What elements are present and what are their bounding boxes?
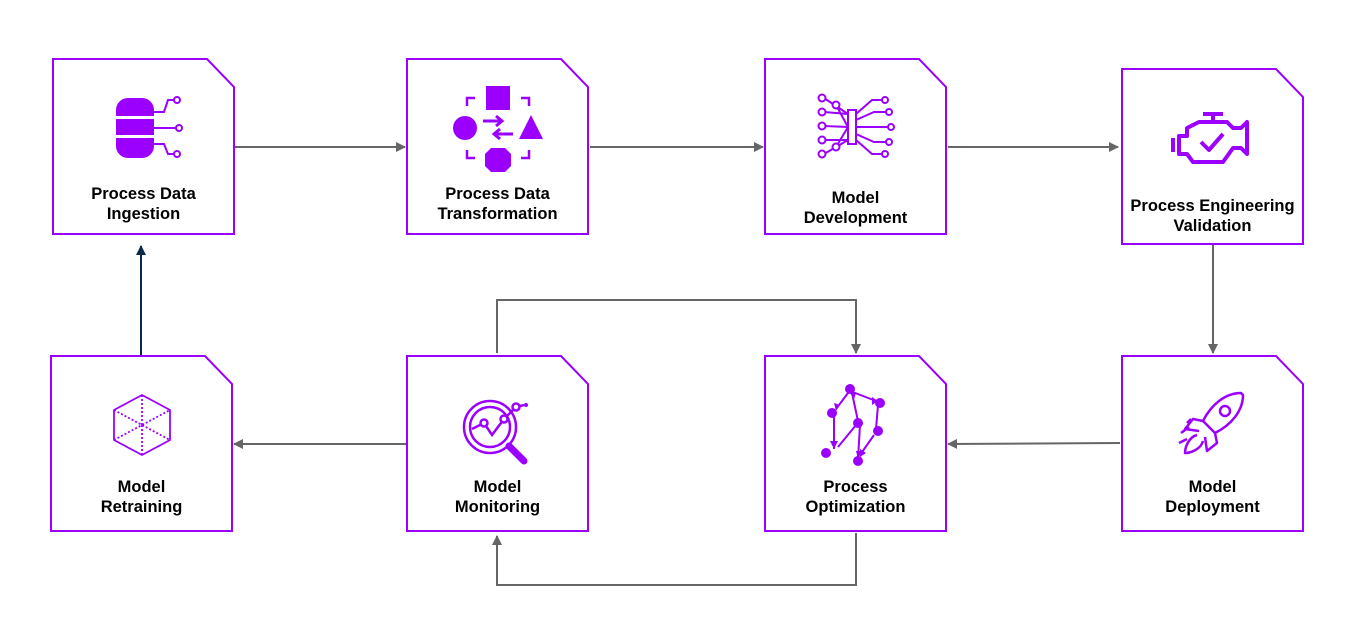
shapes-transform-icon xyxy=(452,86,543,172)
cube-icon xyxy=(112,394,171,456)
arrow-monitoring-to-optimization xyxy=(496,299,861,354)
card-frame xyxy=(406,355,589,532)
card-frame xyxy=(50,355,233,532)
database-icon xyxy=(115,96,183,158)
arrow-deployment-to-optimization xyxy=(947,438,1121,449)
graph-nodes-icon xyxy=(820,384,885,466)
card-frame xyxy=(764,58,947,235)
card-frame xyxy=(1121,355,1304,532)
card-frame xyxy=(1121,68,1304,245)
rocket-icon xyxy=(1177,391,1244,455)
engine-check-icon xyxy=(1170,112,1249,164)
card-frame xyxy=(764,355,947,532)
magnifier-chart-icon xyxy=(462,399,528,465)
arrow-optimization-to-monitoring xyxy=(492,533,857,586)
neural-network-icon xyxy=(817,93,895,159)
card-frame xyxy=(406,58,589,235)
